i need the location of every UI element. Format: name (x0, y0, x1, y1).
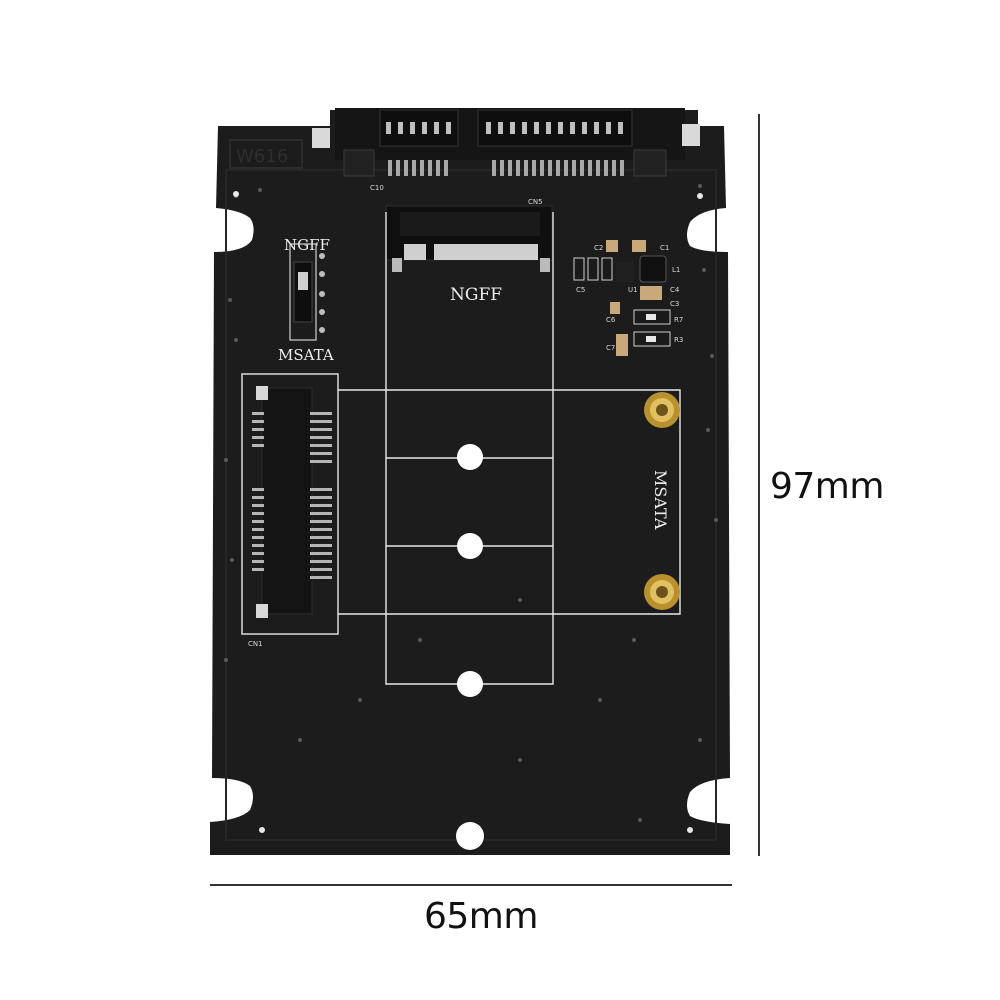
msata-connector-outline (241, 373, 339, 635)
switch-label-ngff: NGFF (284, 236, 330, 254)
mount-pad-left (312, 128, 330, 148)
board-name: W616 (236, 146, 288, 167)
mount-pad-right (682, 124, 700, 146)
label-r7: R7 (674, 316, 683, 324)
label-c1: C1 (660, 244, 669, 252)
label-c3: C3 (670, 300, 679, 308)
label-c6: C6 (606, 316, 616, 324)
msata-card-outline (338, 389, 681, 615)
ngff-m2-connector (385, 205, 553, 272)
label-c10: C10 (370, 184, 384, 192)
width-dimension-label: 65mm (424, 896, 538, 937)
board-name-box (229, 139, 303, 169)
label-cn1: CN1 (248, 640, 263, 648)
ngff-slot-label: NGFF (450, 285, 502, 305)
sata-connector (335, 108, 685, 177)
power-components (573, 240, 671, 356)
label-c4: C4 (670, 286, 680, 294)
label-c5: C5 (576, 286, 585, 294)
width-dimension-line (210, 884, 732, 886)
label-c7: C7 (606, 344, 615, 352)
height-dimension-line (758, 114, 760, 856)
brass-standoff-top (644, 392, 680, 428)
mount-hole-bottom (456, 822, 484, 850)
pcb-board (210, 110, 730, 855)
msata-connector (252, 386, 332, 618)
mount-hole-2280 (457, 671, 483, 697)
vias (224, 184, 718, 833)
label-l1: L1 (672, 266, 680, 274)
mount-hole-2242 (457, 444, 483, 470)
brass-standoff-bottom (644, 574, 680, 610)
switch-label-msata: MSATA (278, 346, 334, 364)
label-u1: U1 (628, 286, 638, 294)
label-r3: R3 (674, 336, 683, 344)
mode-switch (289, 243, 325, 341)
label-c2: C2 (594, 244, 603, 252)
mount-hole-2260 (457, 533, 483, 559)
msata-area-label: MSATA (651, 470, 670, 530)
height-dimension-label: 97mm (770, 466, 884, 507)
label-cn5: CN5 (528, 198, 543, 206)
